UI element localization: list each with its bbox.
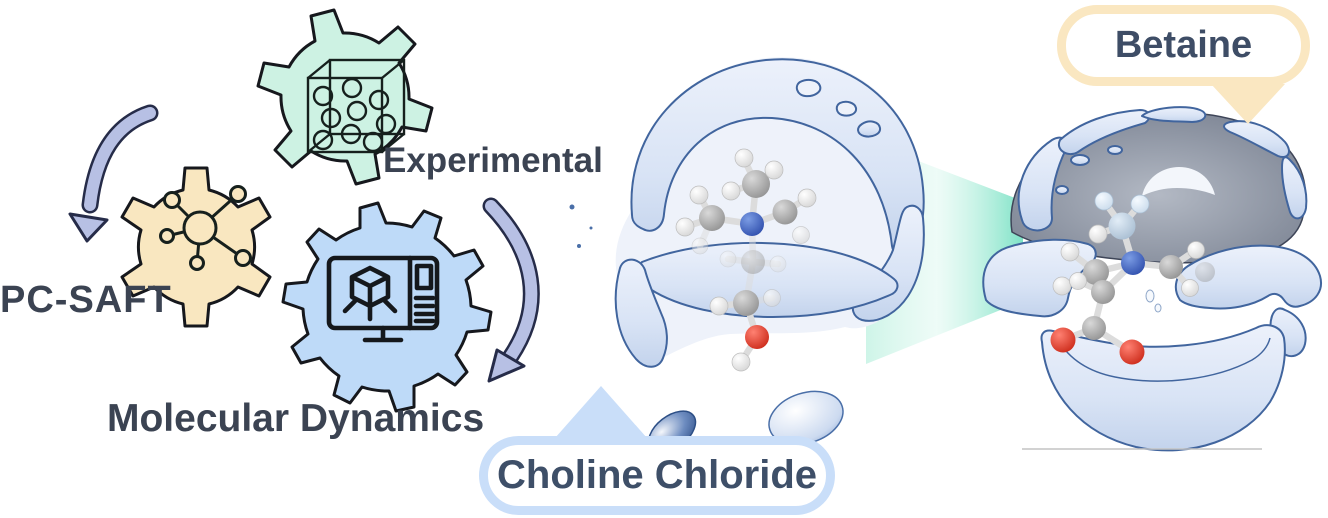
gear-molecular-dynamics — [281, 201, 493, 413]
molecule-icon — [159, 185, 252, 271]
curved-arrow-right — [482, 197, 540, 383]
choline-bubble-pointer — [555, 386, 647, 438]
curved-arrow-left — [68, 104, 159, 243]
gear-pc-saft — [120, 166, 272, 328]
betaine-bubble-label: Betaine — [1114, 24, 1253, 66]
betaine-bubble: Betaine — [1057, 5, 1310, 86]
label-experimental: Experimental — [383, 141, 603, 180]
particle-box-icon — [306, 58, 406, 154]
simulation-monitor-icon — [326, 255, 440, 343]
choline-molecule — [675, 148, 817, 372]
label-pc-saft: PC-SAFT — [0, 279, 172, 321]
betaine-bubble-pointer — [1211, 84, 1285, 124]
gear-experimental — [256, 8, 434, 186]
betaine-isosurface — [982, 106, 1322, 452]
choline-bubble: Choline Chloride — [479, 436, 835, 515]
betaine-molecule — [1050, 191, 1215, 365]
choline-bubble-label: Choline Chloride — [497, 453, 817, 497]
label-molecular-dynamics: Molecular Dynamics — [107, 397, 485, 440]
